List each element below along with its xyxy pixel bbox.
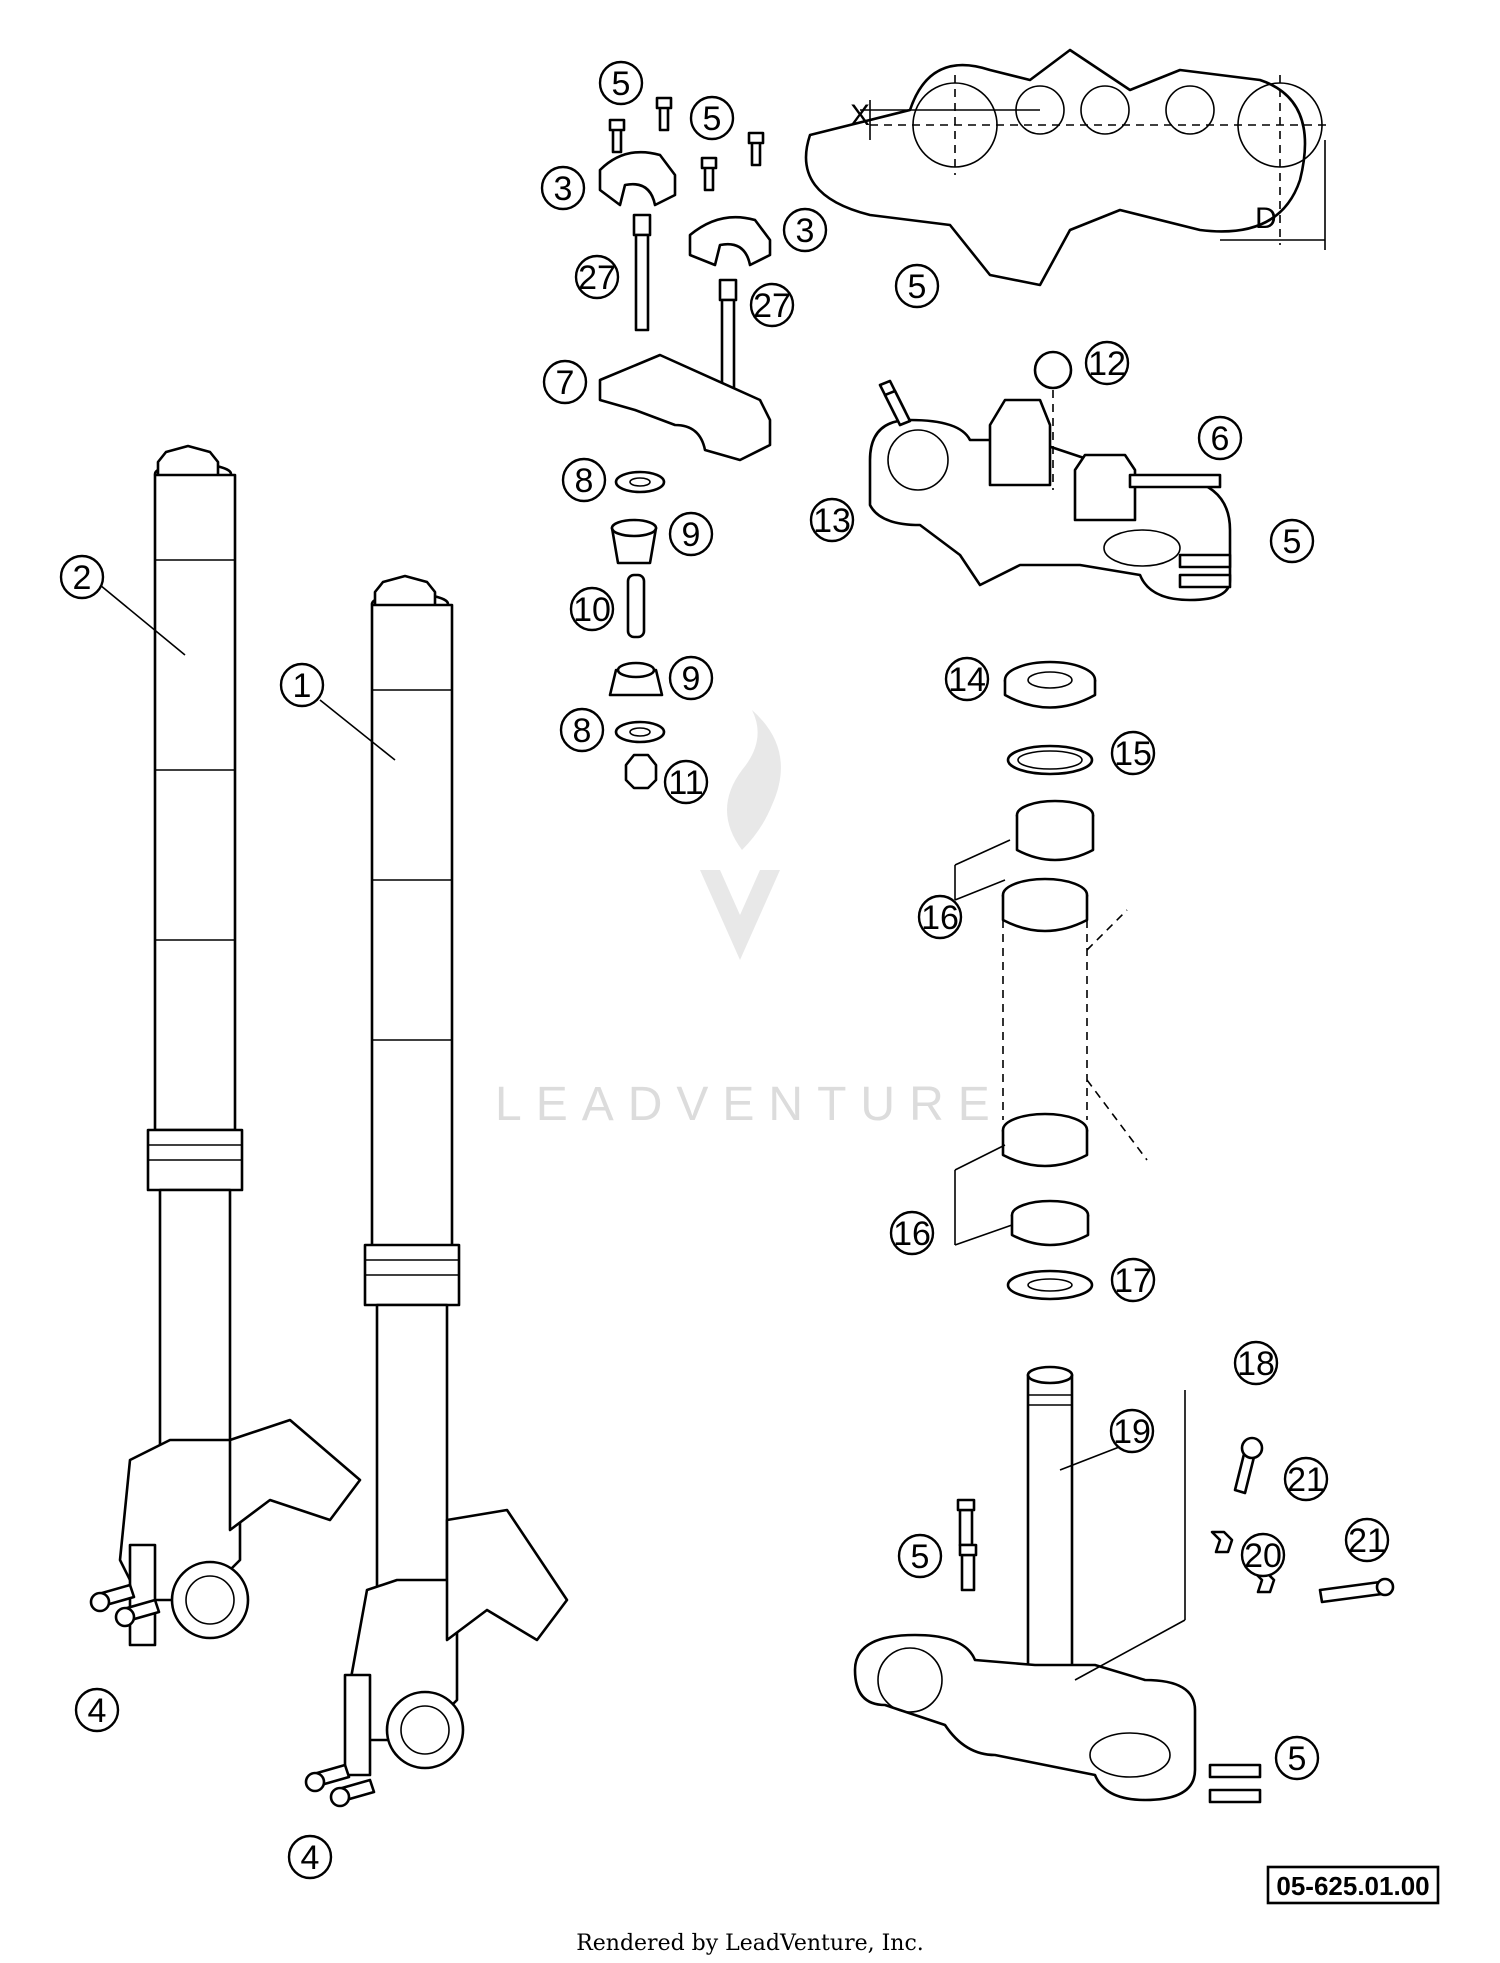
svg-text:9: 9 — [682, 660, 701, 698]
svg-text:7: 7 — [556, 364, 575, 402]
callout-19: 19 — [1109, 1408, 1155, 1454]
callout-6: 6 — [1197, 415, 1243, 461]
callout-5-c: 5 — [894, 263, 940, 309]
callout-11: 11 — [663, 759, 709, 805]
svg-text:20: 20 — [1244, 1537, 1282, 1575]
callout-4-left: 4 — [74, 1687, 120, 1733]
callout-21-a: 21 — [1283, 1456, 1329, 1502]
svg-text:5: 5 — [612, 65, 631, 103]
callout-16-b: 16 — [889, 1210, 935, 1256]
footer-credit: Rendered by LeadVenture, Inc. — [576, 1931, 924, 1956]
svg-text:8: 8 — [573, 712, 592, 750]
svg-text:13: 13 — [813, 502, 851, 540]
callout-27-a: 27 — [574, 254, 620, 300]
bolts-item-4 — [89, 1583, 376, 1808]
upper-triple-clamp — [868, 350, 1232, 602]
callout-9-a: 9 — [668, 511, 714, 557]
svg-text:1: 1 — [293, 667, 312, 705]
fork-leg-right — [343, 574, 569, 1777]
svg-text:12: 12 — [1088, 345, 1126, 383]
svg-text:8: 8 — [575, 462, 594, 500]
callout-1: 1 — [279, 662, 325, 708]
svg-text:5: 5 — [1283, 523, 1302, 561]
svg-text:4: 4 — [301, 1839, 320, 1877]
steering-bearing-stack — [954, 660, 1148, 1301]
callout-17: 17 — [1110, 1257, 1156, 1303]
callout-16-a: 16 — [917, 894, 963, 940]
dimension-d-label: D — [1255, 202, 1277, 235]
callout-3-left: 3 — [540, 165, 586, 211]
callout-12: 12 — [1084, 340, 1130, 386]
callout-27-b: 27 — [749, 282, 795, 328]
svg-text:14: 14 — [948, 661, 986, 699]
svg-text:3: 3 — [796, 212, 815, 250]
callout-7: 7 — [542, 359, 588, 405]
callout-4-right: 4 — [287, 1834, 333, 1880]
svg-text:2: 2 — [73, 559, 92, 597]
callout-15: 15 — [1110, 730, 1156, 776]
svg-text:21: 21 — [1287, 1461, 1325, 1499]
svg-text:21: 21 — [1348, 1522, 1386, 1560]
callout-8-b: 8 — [559, 707, 605, 753]
svg-text:5: 5 — [1288, 1740, 1307, 1778]
svg-text:16: 16 — [921, 899, 959, 937]
callout-10: 10 — [569, 586, 615, 632]
svg-text:19: 19 — [1113, 1413, 1151, 1451]
handlebar-clamp-assembly — [598, 96, 772, 790]
svg-text:5: 5 — [908, 268, 927, 306]
svg-text:18: 18 — [1237, 1345, 1275, 1383]
callout-5-d: 5 — [1269, 518, 1315, 564]
callout-5-b: 5 — [689, 95, 735, 141]
triple-clamp-top-view: X D — [804, 48, 1330, 287]
svg-text:17: 17 — [1114, 1262, 1152, 1300]
callout-5-f: 5 — [1274, 1735, 1320, 1781]
dimension-x-label: X — [850, 99, 870, 132]
callout-5-a: 5 — [598, 60, 644, 106]
svg-text:27: 27 — [753, 287, 791, 325]
callout-21-b: 21 — [1344, 1517, 1390, 1563]
watermark: LEADVENTURE — [495, 710, 1004, 1131]
svg-text:11: 11 — [668, 764, 703, 802]
fork-leg-left — [118, 444, 362, 1647]
callout-18: 18 — [1233, 1340, 1279, 1386]
svg-text:27: 27 — [578, 259, 616, 297]
svg-text:4: 4 — [88, 1692, 107, 1730]
callout-13: 13 — [809, 497, 855, 543]
leader-2 — [99, 584, 186, 656]
callout-9-b: 9 — [668, 655, 714, 701]
svg-text:5: 5 — [911, 1538, 930, 1576]
reference-number: 05-625.01.00 — [1276, 1871, 1429, 1901]
reference-number-box: 05-625.01.00 — [1266, 1865, 1440, 1905]
svg-text:5: 5 — [703, 100, 722, 138]
leader-1 — [319, 699, 396, 761]
callout-8-a: 8 — [561, 457, 607, 503]
callout-14: 14 — [944, 656, 990, 702]
callout-5-e: 5 — [897, 1533, 943, 1579]
svg-text:6: 6 — [1211, 420, 1230, 458]
svg-text:15: 15 — [1114, 735, 1152, 773]
callout-2: 2 — [59, 554, 105, 600]
svg-text:3: 3 — [554, 170, 573, 208]
lower-triple-clamp — [853, 1365, 1395, 1804]
svg-text:9: 9 — [682, 516, 701, 554]
svg-text:10: 10 — [573, 591, 611, 629]
callout-3-right: 3 — [782, 207, 828, 253]
callout-20: 20 — [1240, 1532, 1286, 1578]
watermark-text: LEADVENTURE — [495, 1078, 1004, 1131]
svg-text:16: 16 — [893, 1215, 931, 1253]
